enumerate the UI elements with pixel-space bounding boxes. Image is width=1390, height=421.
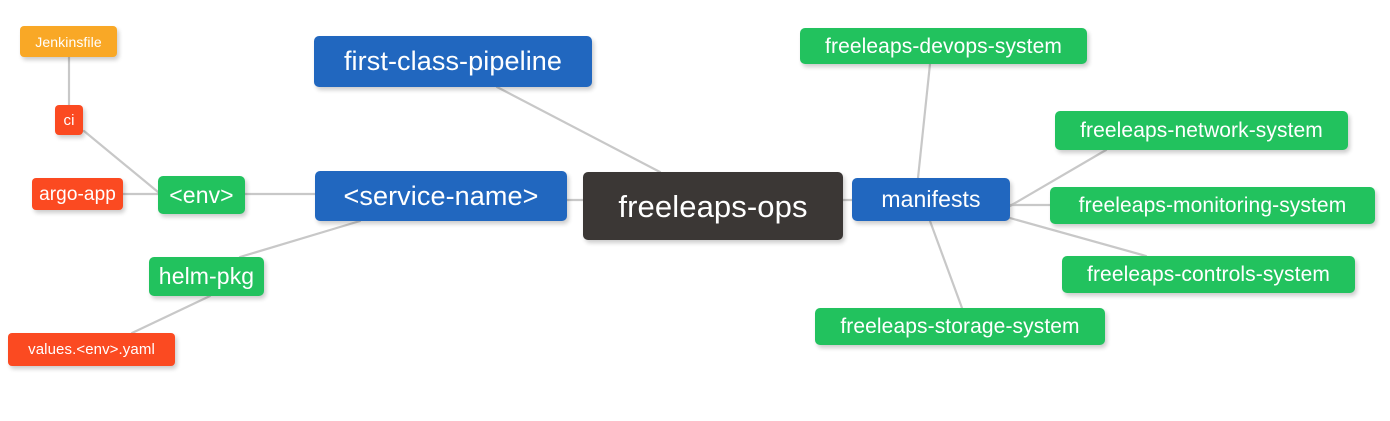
edge-manifests-devops [916, 62, 932, 180]
node-label: ci [63, 111, 75, 129]
edge-manifests-controls [1008, 216, 1148, 258]
node-label: helm-pkg [158, 263, 255, 289]
node-label: argo-app [39, 183, 116, 205]
node-label: values.<env>.yaml [28, 341, 155, 358]
node-env[interactable]: <env> [158, 176, 245, 214]
node-freeleaps-network-system[interactable]: freeleaps-network-system [1055, 111, 1348, 150]
node-freeleaps-ops[interactable]: freeleaps-ops [583, 172, 843, 240]
edge-helmpkg-servicename [238, 219, 362, 259]
node-manifests[interactable]: manifests [852, 178, 1010, 221]
node-label: first-class-pipeline [343, 46, 563, 76]
node-label: freeleaps-ops [618, 188, 808, 224]
node-label: freeleaps-monitoring-system [1078, 194, 1347, 217]
node-ci[interactable]: ci [55, 105, 83, 135]
edge-manifests-network [1008, 148, 1108, 208]
node-values-env-yaml[interactable]: values.<env>.yaml [8, 333, 175, 366]
edge-pipeline-root [495, 85, 662, 174]
edge-manifests-storage [928, 219, 964, 310]
edge-values-helmpkg [130, 294, 212, 335]
node-label: Jenkinsfile [35, 33, 102, 50]
node-label: <service-name> [343, 180, 539, 211]
node-label: freeleaps-storage-system [840, 315, 1080, 338]
node-freeleaps-monitoring-system[interactable]: freeleaps-monitoring-system [1050, 187, 1375, 224]
node-freeleaps-storage-system[interactable]: freeleaps-storage-system [815, 308, 1105, 345]
node-label: <env> [169, 181, 234, 208]
node-first-class-pipeline[interactable]: first-class-pipeline [314, 36, 592, 87]
node-argo-app[interactable]: argo-app [32, 178, 123, 210]
edge-ci-env [82, 129, 160, 194]
node-label: manifests [881, 186, 981, 212]
node-helm-pkg[interactable]: helm-pkg [149, 257, 264, 296]
node-service-name[interactable]: <service-name> [315, 171, 567, 221]
node-jenkinsfile[interactable]: Jenkinsfile [20, 26, 117, 57]
node-freeleaps-devops-system[interactable]: freeleaps-devops-system [800, 28, 1087, 64]
node-label: freeleaps-devops-system [825, 34, 1062, 58]
node-label: freeleaps-network-system [1080, 119, 1323, 142]
node-freeleaps-controls-system[interactable]: freeleaps-controls-system [1062, 256, 1355, 293]
node-label: freeleaps-controls-system [1087, 263, 1330, 286]
